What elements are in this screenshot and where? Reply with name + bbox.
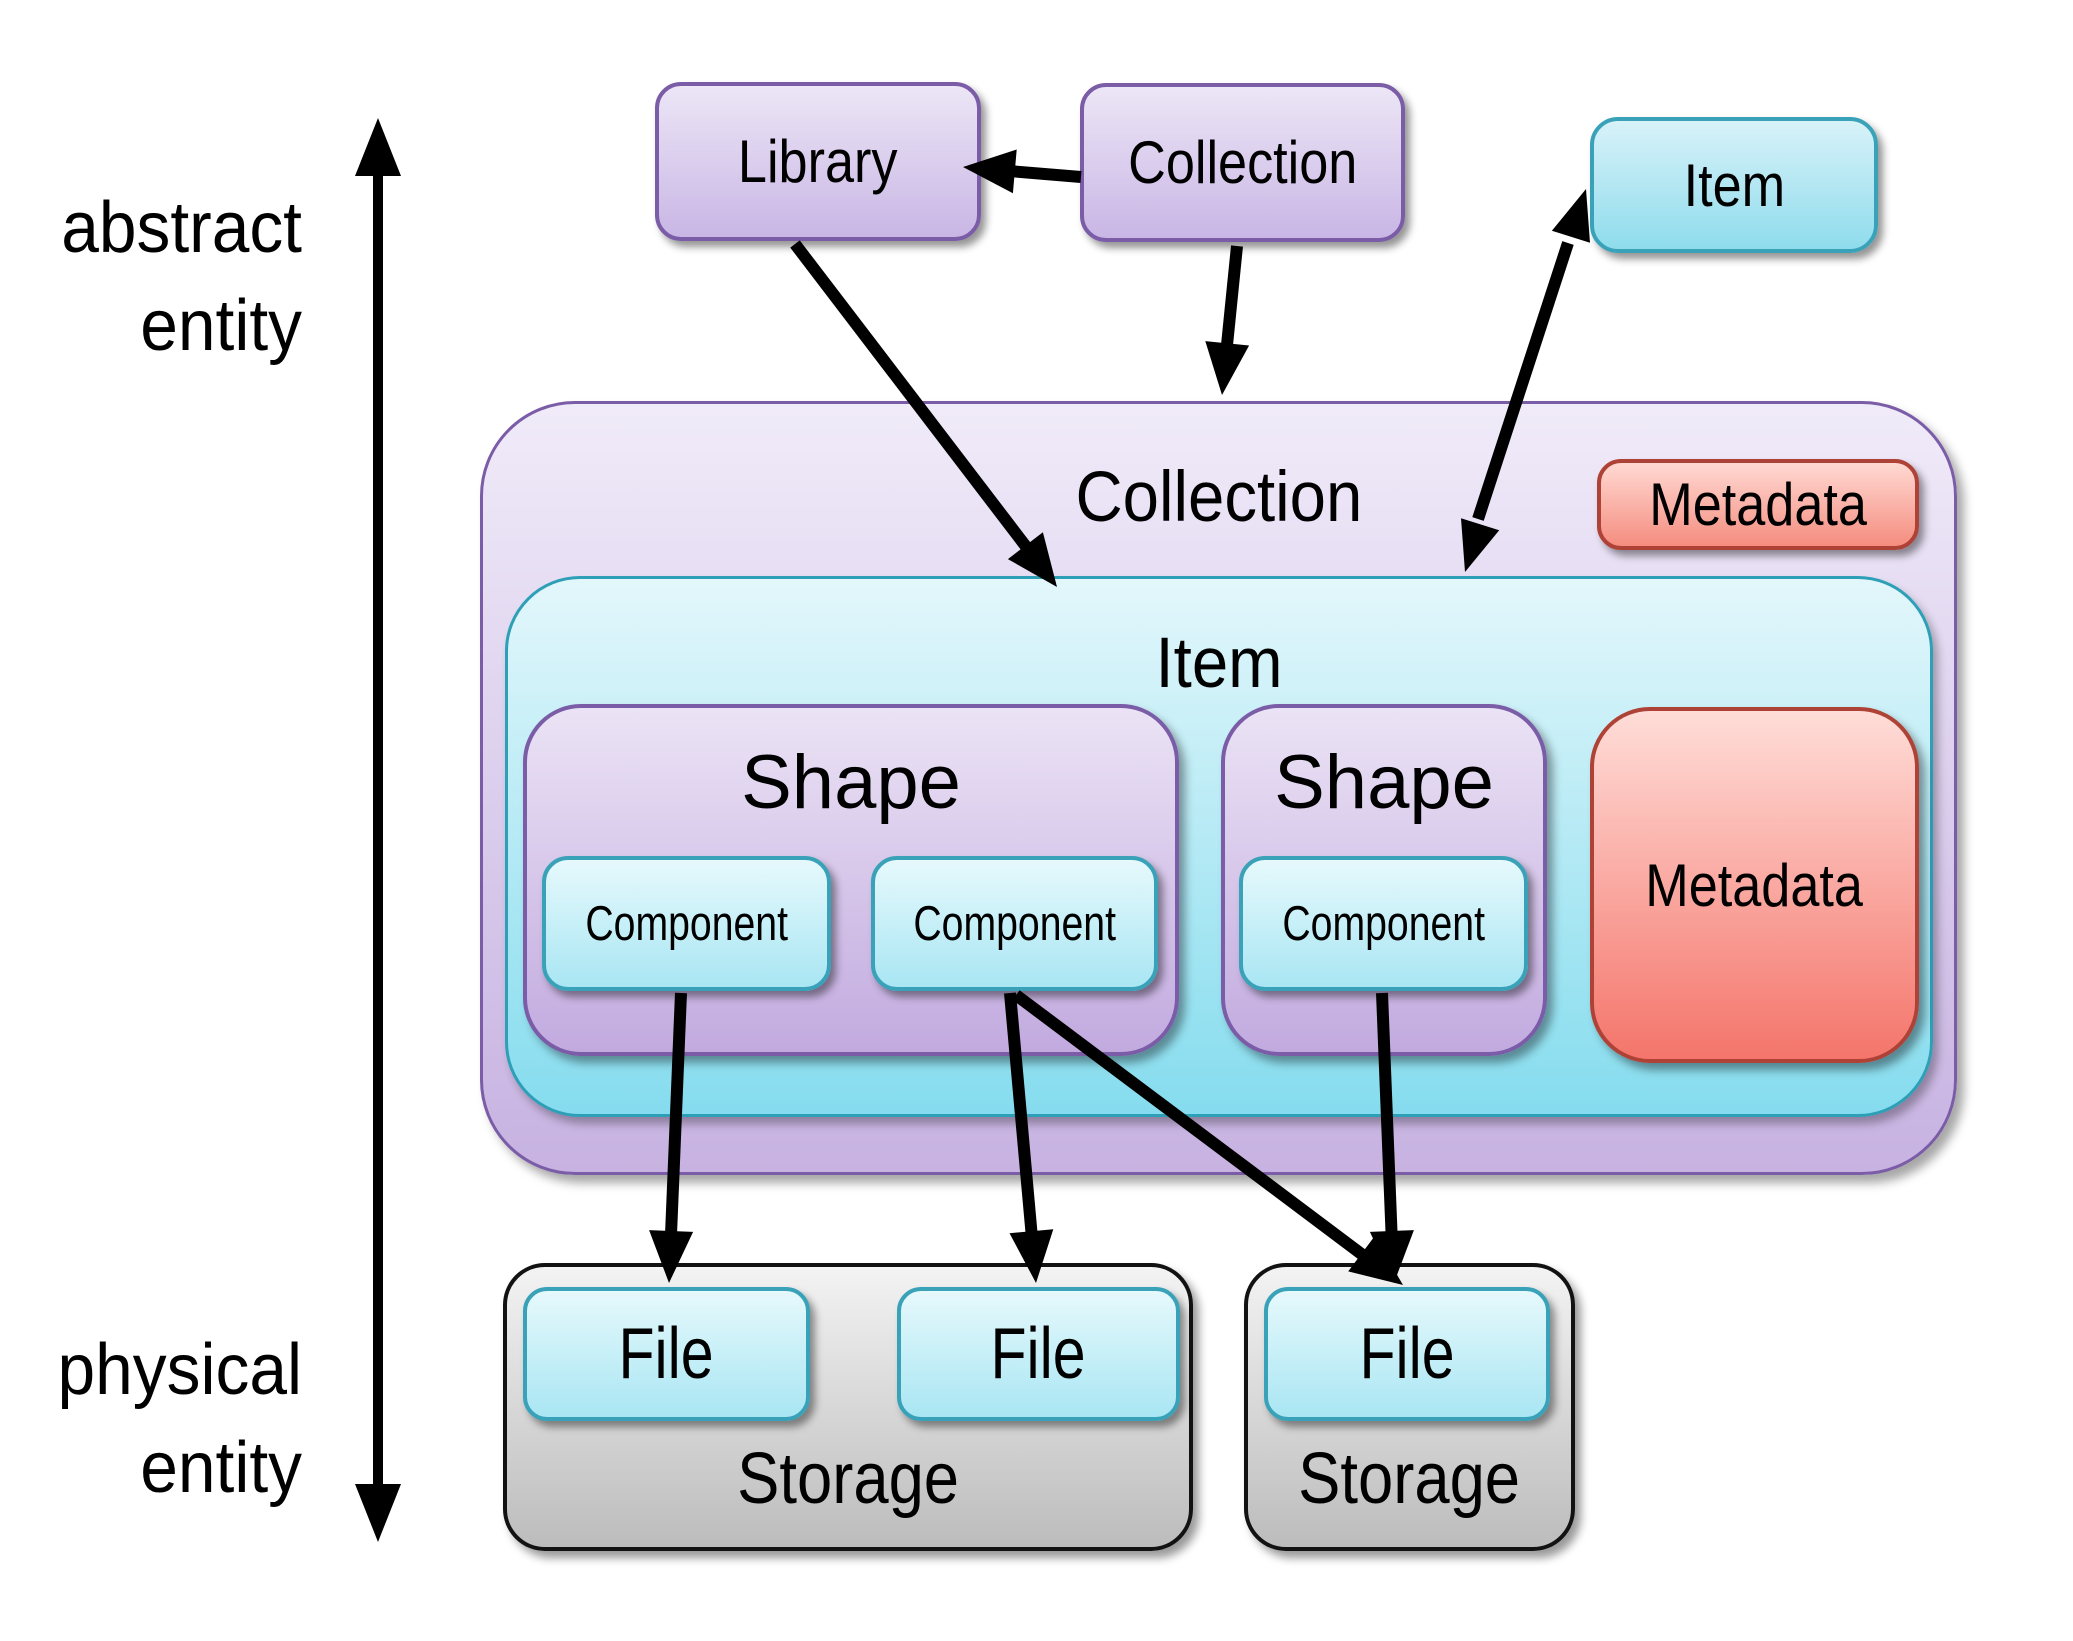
arrow-comp2-file2-shaft bbox=[1004, 992, 1038, 1238]
axis-arrow-head-up-icon bbox=[355, 118, 401, 176]
axis-label-abstract-entity-line2: entity bbox=[140, 286, 302, 366]
arrow-itemref-item-shaft bbox=[1472, 241, 1574, 521]
axis-arrow-head-down-icon bbox=[355, 1484, 401, 1542]
shape-box-2-title: Shape bbox=[1274, 740, 1494, 825]
component-box-3: Component bbox=[1239, 856, 1528, 991]
shape-box-1-title: Shape bbox=[741, 740, 961, 825]
relation-arrows bbox=[649, 149, 1590, 1285]
arrow-collectionref-library-shaft bbox=[1008, 165, 1082, 183]
component-box-1: Component bbox=[542, 856, 831, 991]
file-box-1: File bbox=[523, 1287, 810, 1421]
arrow-itemref-item-head-up-icon bbox=[1551, 189, 1590, 243]
item-container-title: Item bbox=[1155, 624, 1283, 703]
library-box: Library bbox=[655, 82, 981, 241]
arrow-collectionref-library-head-icon bbox=[963, 149, 1017, 194]
arrow-collectionref-collection-head-icon bbox=[1205, 341, 1250, 395]
file-box-2: File bbox=[897, 1287, 1180, 1421]
storage-box-1-title: Storage bbox=[737, 1439, 959, 1519]
axis-label-physical-entity-line2: entity bbox=[140, 1428, 302, 1508]
component-box-2: Component bbox=[871, 856, 1158, 991]
storage-box-2-title: Storage bbox=[1298, 1439, 1521, 1519]
axis-arrow-shaft bbox=[373, 170, 383, 1490]
arrow-comp2-file2-head-icon bbox=[1009, 1229, 1054, 1283]
item-ref-box: Item bbox=[1590, 117, 1878, 253]
axis-label-physical-entity: physical entity bbox=[0, 1321, 302, 1517]
collection-metadata-box: Metadata bbox=[1597, 459, 1919, 550]
collection-ref-box: Collection bbox=[1080, 83, 1405, 242]
arrow-comp1-file1-shaft bbox=[664, 992, 687, 1238]
arrow-library-item-head-icon bbox=[1007, 532, 1057, 587]
item-metadata-box: Metadata bbox=[1590, 707, 1919, 1063]
axis-double-arrow bbox=[355, 118, 401, 1542]
axis-label-abstract: abstract bbox=[61, 188, 302, 268]
file-box-3: File bbox=[1264, 1287, 1550, 1421]
axis-label-abstract-entity: abstract entity bbox=[0, 179, 302, 375]
arrow-comp3-file3-head-icon bbox=[1369, 1230, 1414, 1283]
arrow-collectionref-collection-shaft bbox=[1220, 245, 1243, 350]
arrow-comp1-file1-head-icon bbox=[649, 1230, 694, 1283]
arrow-comp2-file3-shaft bbox=[1012, 990, 1370, 1263]
axis-label-physical: physical bbox=[57, 1330, 303, 1410]
arrow-comp3-file3-shaft bbox=[1376, 992, 1398, 1238]
arrow-itemref-item-head-down-icon bbox=[1461, 518, 1500, 572]
arrow-library-item-shaft bbox=[790, 240, 1034, 555]
collection-container-title: Collection bbox=[1075, 458, 1362, 537]
